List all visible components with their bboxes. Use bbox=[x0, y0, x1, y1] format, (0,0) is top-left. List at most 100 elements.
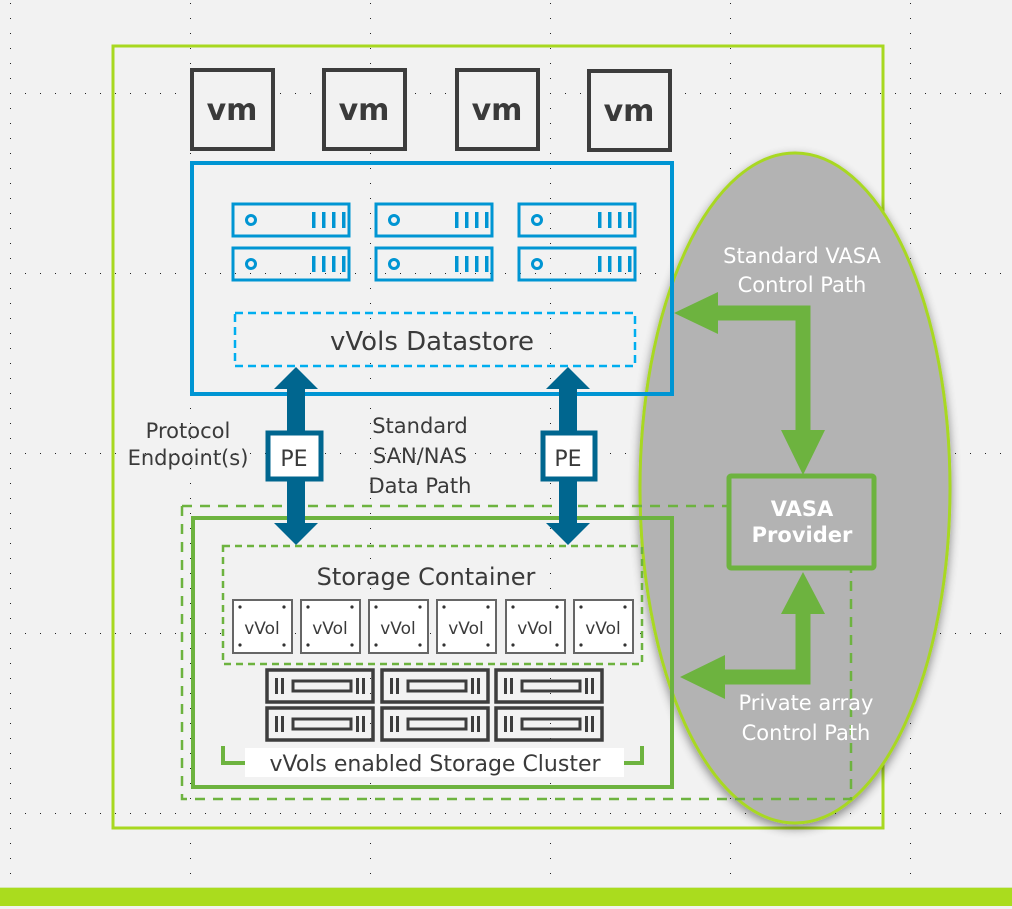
grid-dot bbox=[175, 633, 176, 634]
grid-dot bbox=[10, 228, 11, 229]
grid-dot bbox=[190, 453, 191, 454]
grid-dot bbox=[235, 273, 236, 274]
grid-dot bbox=[10, 318, 11, 319]
grid-dot bbox=[25, 93, 26, 94]
grid-dot bbox=[190, 18, 191, 19]
grid-dot bbox=[715, 813, 716, 814]
grid-dot bbox=[10, 468, 11, 469]
grid-dot bbox=[340, 813, 341, 814]
grid-dot bbox=[385, 813, 386, 814]
grid-dot bbox=[10, 198, 11, 199]
grid-dot bbox=[10, 213, 11, 214]
vvol-tile[interactable]: vVol bbox=[573, 599, 634, 654]
grid-dot bbox=[10, 123, 11, 124]
grid-dot bbox=[625, 813, 626, 814]
grid-dot bbox=[910, 723, 911, 724]
vvol-tiles: vVol vVol vVol vVol vVol vVol bbox=[232, 599, 634, 654]
grid-dot bbox=[325, 813, 326, 814]
grid-dot bbox=[370, 198, 371, 199]
grid-dot bbox=[145, 93, 146, 94]
grid-dot bbox=[730, 843, 731, 844]
grid-dot bbox=[190, 408, 191, 409]
grid-dot bbox=[40, 453, 41, 454]
grid-dot bbox=[550, 213, 551, 214]
grid-dot bbox=[550, 843, 551, 844]
vvol-tile[interactable]: vVol bbox=[368, 599, 429, 654]
vm-box[interactable]: vm bbox=[322, 68, 407, 151]
vvol-label: vVol bbox=[448, 619, 484, 639]
vvol-tile[interactable]: vVol bbox=[300, 599, 361, 654]
grid-dot bbox=[550, 873, 551, 874]
grid-dot bbox=[730, 63, 731, 64]
grid-dot bbox=[310, 273, 311, 274]
grid-dot bbox=[850, 813, 851, 814]
grid-dot bbox=[10, 483, 11, 484]
grid-dot bbox=[430, 453, 431, 454]
grid-dot bbox=[910, 48, 911, 49]
vvol-label: vVol bbox=[380, 619, 416, 639]
grid-dot bbox=[70, 453, 71, 454]
grid-dot bbox=[925, 273, 926, 274]
grid-dot bbox=[175, 273, 176, 274]
grid-dot bbox=[415, 813, 416, 814]
vm-box[interactable]: vm bbox=[455, 68, 540, 151]
grid-dot bbox=[550, 33, 551, 34]
grid-dot bbox=[370, 228, 371, 229]
vvol-tile[interactable]: vVol bbox=[436, 599, 497, 654]
vm-box[interactable]: vm bbox=[190, 68, 275, 151]
grid-dot bbox=[85, 273, 86, 274]
grid-dot bbox=[130, 633, 131, 634]
vvols-datastore[interactable]: vVols Datastore bbox=[233, 311, 637, 368]
vvol-tile[interactable]: vVol bbox=[505, 599, 566, 654]
grid-dot bbox=[985, 93, 986, 94]
grid-dot bbox=[370, 348, 371, 349]
grid-dot bbox=[910, 63, 911, 64]
grid-dot bbox=[490, 453, 491, 454]
grid-dot bbox=[190, 63, 191, 64]
grid-dot bbox=[610, 813, 611, 814]
grid-dot bbox=[10, 843, 11, 844]
grid-dot bbox=[580, 273, 581, 274]
grid-dot bbox=[910, 828, 911, 829]
grid-dot bbox=[730, 138, 731, 139]
pe-label: PE bbox=[554, 447, 581, 472]
vm-label: vm bbox=[472, 93, 523, 128]
grid-dot bbox=[190, 663, 191, 664]
grid-dot bbox=[10, 783, 11, 784]
grid-dot bbox=[295, 273, 296, 274]
grid-dot bbox=[430, 633, 431, 634]
grid-dot bbox=[370, 843, 371, 844]
grid-dot bbox=[910, 93, 911, 94]
grid-dot bbox=[10, 513, 11, 514]
grid-dot bbox=[985, 633, 986, 634]
grid-dot bbox=[550, 183, 551, 184]
grid-dot bbox=[475, 453, 476, 454]
grid-dot bbox=[1000, 273, 1001, 274]
pe-badge[interactable]: PE bbox=[540, 430, 598, 482]
grid-dot bbox=[10, 78, 11, 79]
grid-dot bbox=[475, 813, 476, 814]
grid-dot bbox=[10, 753, 11, 754]
grid-dot bbox=[730, 48, 731, 49]
grid-dot bbox=[10, 273, 11, 274]
storage-container[interactable]: Storage Container bbox=[221, 544, 644, 666]
grid-dot bbox=[760, 93, 761, 94]
grid-dot bbox=[280, 93, 281, 94]
vm-box[interactable]: vm bbox=[587, 69, 672, 152]
vasa-provider-label-line2: Provider bbox=[752, 523, 853, 547]
grid-dot bbox=[955, 453, 956, 454]
grid-dot bbox=[550, 498, 551, 499]
pe-badge[interactable]: PE bbox=[265, 430, 324, 482]
grid-dot bbox=[910, 243, 911, 244]
vasa-provider-box[interactable]: VASA Provider bbox=[726, 473, 877, 571]
grid-dot bbox=[730, 18, 731, 19]
grid-dot bbox=[370, 693, 371, 694]
vvol-tile[interactable]: vVol bbox=[232, 599, 293, 654]
grid-dot bbox=[550, 723, 551, 724]
grid-dot bbox=[370, 63, 371, 64]
grid-dot bbox=[370, 18, 371, 19]
grid-dot bbox=[790, 93, 791, 94]
grid-dot bbox=[70, 273, 71, 274]
grid-dot bbox=[10, 813, 11, 814]
grid-dot bbox=[175, 93, 176, 94]
